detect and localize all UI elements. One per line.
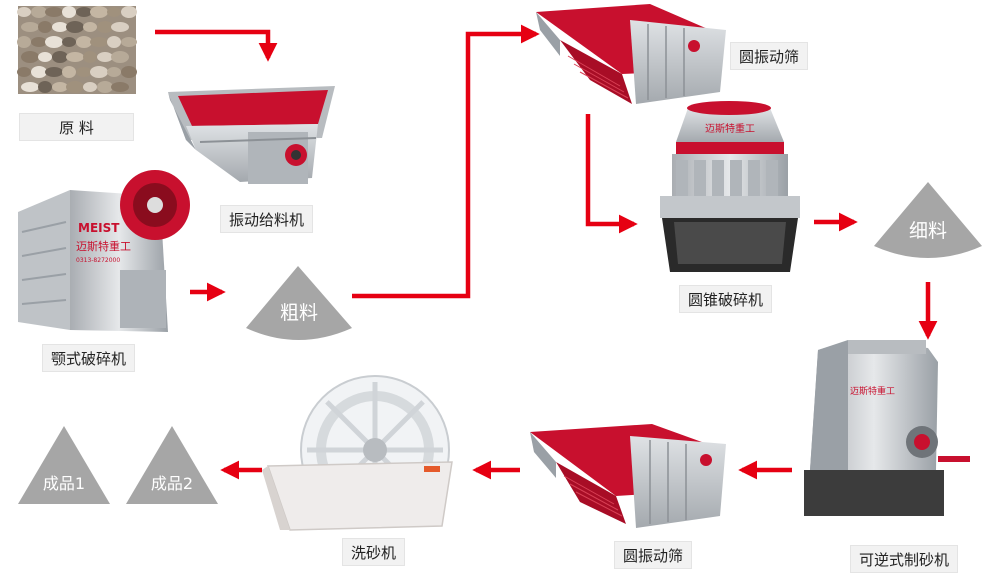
pebble: [76, 7, 92, 17]
pebble: [90, 6, 108, 18]
pebble: [66, 52, 84, 62]
pebble: [83, 82, 97, 92]
pebble: [121, 37, 137, 47]
pebble: [66, 81, 84, 93]
material-piles: [18, 182, 982, 504]
sand-maker-brand-text: 迈斯特重工: [850, 385, 895, 397]
pebble: [97, 21, 113, 33]
pebble: [97, 81, 113, 93]
flow-arrows: [155, 24, 938, 480]
pebble: [52, 22, 68, 32]
pebble: [97, 52, 113, 62]
pebble: [107, 7, 121, 17]
pebble: [17, 67, 31, 77]
label-fine-material: 细料: [908, 220, 947, 242]
pebble: [111, 82, 129, 92]
pebble: [31, 37, 47, 47]
jaw-crusher-phone: 0313-8272000: [76, 257, 120, 264]
pebble: [45, 67, 63, 77]
jaw-crusher-image: MEIST 迈斯特重工 0313-8272000: [18, 170, 190, 332]
pebble: [17, 36, 31, 48]
label-vibrating-feeder: 振动给料机: [220, 205, 314, 233]
pebble: [62, 6, 76, 18]
pebble: [21, 22, 39, 32]
pebble: [52, 51, 68, 63]
label-product-1: 成品1: [42, 474, 86, 493]
vibrating-screen-top-image: [536, 4, 726, 104]
arrow-coarse-to-screen: [352, 24, 540, 299]
pebble: [111, 51, 129, 63]
pebble: [111, 22, 129, 32]
vibrating-screen-bottom-image: [530, 424, 726, 528]
pebble: [90, 66, 108, 78]
label-vibrating-screen-bottom: 圆振动筛: [614, 541, 693, 569]
pebble: [121, 6, 137, 18]
pebble: [66, 21, 84, 33]
arrow-screen-to-cone: [585, 114, 638, 234]
pebble: [83, 51, 97, 63]
pebble: [17, 7, 31, 17]
cone-crusher-brand-text: 迈斯特重工: [705, 122, 755, 135]
label-cone-crusher: 圆锥破碎机: [679, 285, 773, 313]
pebble: [31, 6, 47, 18]
raw-material-image: [17, 6, 137, 94]
label-vibrating-screen-top: 圆振动筛: [730, 42, 809, 70]
pebble: [90, 37, 108, 47]
vibrating-feeder-image: [168, 86, 335, 184]
label-sand-washer: 洗砂机: [342, 538, 406, 566]
fine-pile-shape: [874, 182, 982, 258]
pebble: [31, 66, 47, 78]
pebble: [45, 7, 63, 17]
sand-washer-image: [262, 375, 453, 531]
label-jaw-crusher: 颚式破碎机: [42, 344, 136, 372]
pebble: [107, 36, 121, 48]
pebble: [107, 67, 121, 77]
coarse-pile-shape: [246, 266, 352, 340]
pebble: [52, 82, 68, 92]
pebble: [76, 67, 92, 77]
jaw-crusher-logo: MEIST: [78, 221, 120, 235]
pebble: [21, 82, 39, 92]
cone-crusher-image: 迈斯特重工: [660, 101, 800, 272]
product-2-pile-shape: [126, 426, 218, 504]
arrow-raw-to-feeder: [155, 29, 278, 62]
product-1-pile-shape: [18, 426, 110, 504]
pebble: [38, 21, 52, 33]
pebble: [83, 22, 97, 32]
reversible-sand-maker-image: 迈斯特重工: [804, 340, 970, 516]
pebble: [62, 66, 76, 78]
pebble: [21, 51, 39, 63]
pebble: [38, 52, 52, 62]
pebble: [121, 66, 137, 78]
label-reversible-sand-maker: 可逆式制砂机: [850, 545, 959, 573]
pebble: [45, 36, 63, 48]
pebble: [62, 37, 76, 47]
label-coarse-material: 粗料: [279, 302, 318, 324]
jaw-crusher-brand-text: 迈斯特重工: [76, 239, 131, 253]
label-raw-material: 原 料: [19, 113, 134, 141]
label-product-2: 成品2: [150, 474, 194, 493]
pebble: [76, 36, 92, 48]
pebble: [38, 81, 52, 93]
